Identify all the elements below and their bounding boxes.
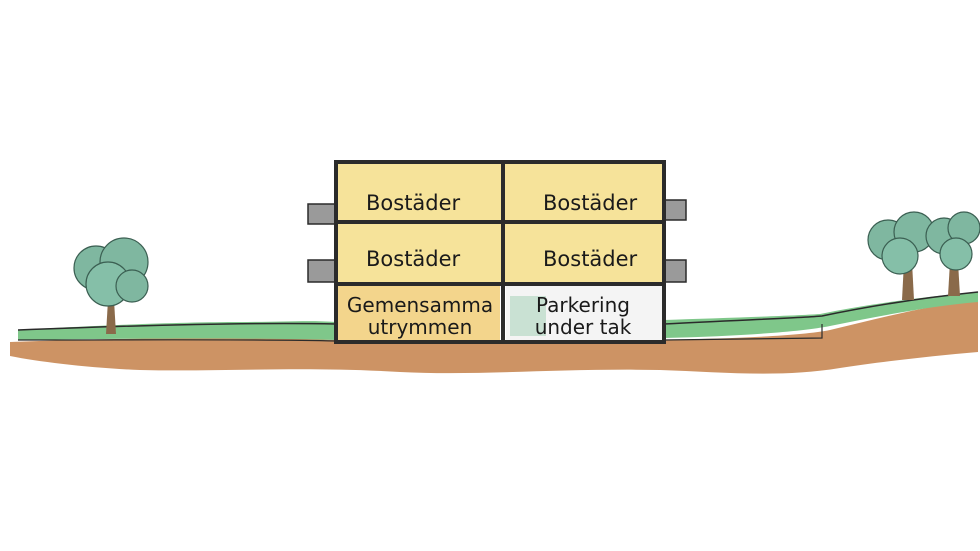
parking-label: Parkering under tak bbox=[512, 294, 654, 338]
building bbox=[334, 160, 666, 344]
unit-label-floor2-left: Bostäder bbox=[366, 191, 461, 215]
grass-right bbox=[664, 292, 978, 338]
tree-icon bbox=[73, 237, 149, 334]
parking-line1: Parkering bbox=[536, 293, 630, 317]
common-rooms-label: Gemensamma utrymmen bbox=[336, 294, 504, 338]
grass-left bbox=[18, 321, 336, 340]
unit-label-floor1-right: Bostäder bbox=[543, 247, 638, 271]
tree-icon bbox=[925, 211, 980, 296]
unit-label-floor2-right: Bostäder bbox=[543, 191, 638, 215]
common-rooms-line1: Gemensamma bbox=[346, 293, 494, 317]
parking-line2: under tak bbox=[534, 315, 632, 339]
ground-line bbox=[17, 291, 979, 331]
tree-icon bbox=[867, 211, 935, 300]
soil-layer bbox=[10, 300, 978, 374]
unit-label-floor1-left: Bostäder bbox=[366, 247, 461, 271]
common-rooms-line2: utrymmen bbox=[367, 315, 473, 339]
site-line bbox=[17, 324, 823, 342]
